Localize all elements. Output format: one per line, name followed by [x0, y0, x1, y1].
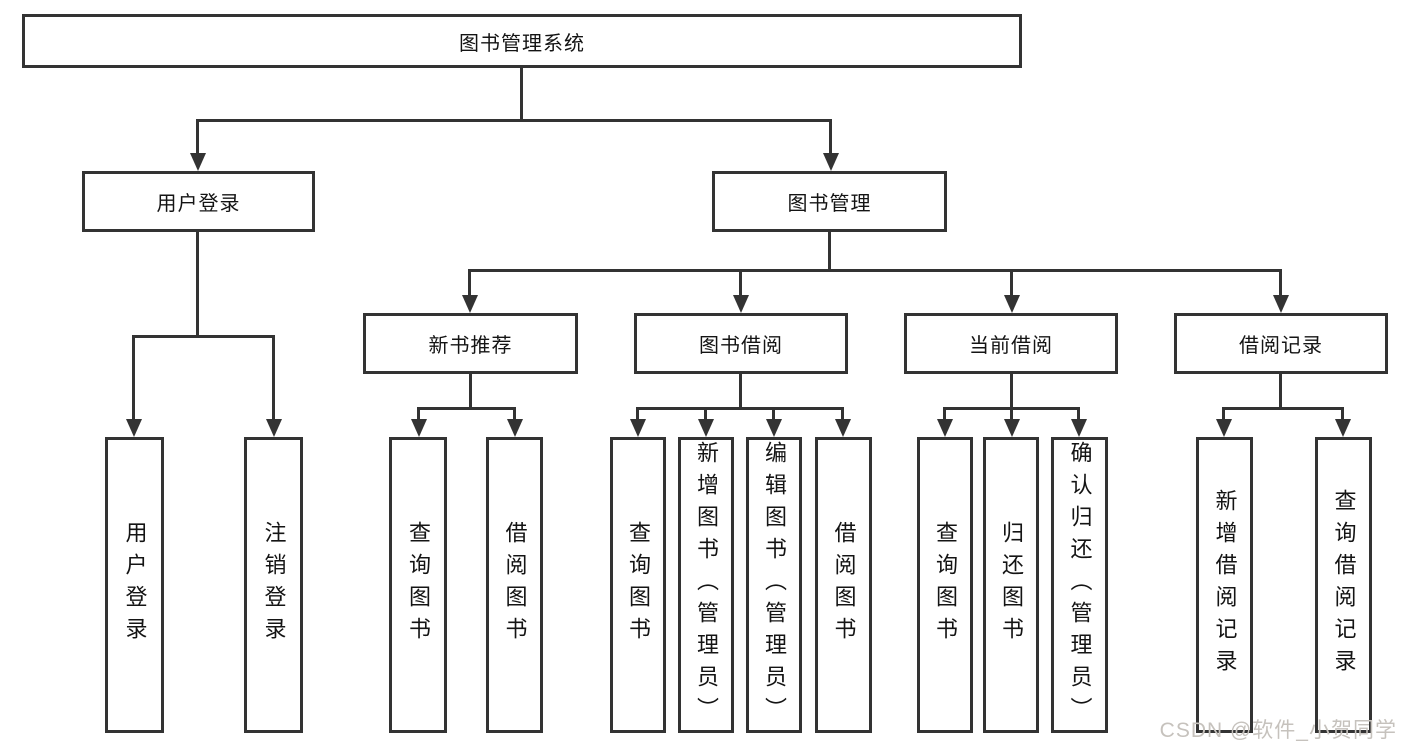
connector-hline	[132, 335, 275, 338]
arrow-down-icon	[1273, 295, 1289, 313]
node-user-login: 用户登录	[82, 171, 315, 232]
connector-vline	[841, 407, 844, 422]
connector-vline	[1010, 407, 1013, 422]
arrow-down-icon	[1004, 295, 1020, 313]
node-label: 图书管理	[787, 193, 872, 215]
connector-vline	[704, 407, 707, 422]
node-book-management-system: 图书管理系统	[22, 14, 1022, 68]
connector-vline	[1010, 269, 1013, 298]
connector-vline	[520, 66, 523, 122]
node-newbook-query-books: 查询图书	[389, 437, 447, 733]
node-label: 确认归还（管理员）	[1067, 441, 1093, 729]
node-borrow-add-books-admin: 新增图书（管理员）	[678, 437, 734, 733]
node-records-query-record: 查询借阅记录	[1315, 437, 1372, 733]
connector-vline	[272, 335, 275, 422]
arrow-down-icon	[462, 295, 478, 313]
node-logout: 注销登录	[244, 437, 303, 733]
connector-vline	[739, 374, 742, 410]
arrow-down-icon	[937, 419, 953, 437]
connector-vline	[1341, 407, 1344, 422]
arrow-down-icon	[507, 419, 523, 437]
connector-vline	[943, 407, 946, 422]
node-current-return-books: 归还图书	[983, 437, 1039, 733]
node-label: 借阅图书	[831, 521, 857, 649]
connector-hline	[196, 119, 832, 122]
node-label: 新增图书（管理员）	[694, 441, 719, 729]
node-label: 归还图书	[999, 521, 1024, 649]
connector-vline	[1222, 407, 1225, 422]
connector-vline	[1279, 374, 1282, 410]
arrow-down-icon	[835, 419, 851, 437]
node-current-borrowing: 当前借阅	[904, 313, 1118, 374]
node-label: 查询图书	[626, 521, 651, 649]
connector-vline	[772, 407, 775, 422]
connector-vline	[513, 407, 516, 422]
node-book-management: 图书管理	[712, 171, 947, 232]
node-current-query-books: 查询图书	[917, 437, 973, 733]
arrow-down-icon	[126, 419, 142, 437]
arrow-down-icon	[698, 419, 714, 437]
node-book-borrowing: 图书借阅	[634, 313, 848, 374]
node-new-book-recommend: 新书推荐	[363, 313, 578, 374]
arrow-down-icon	[1335, 419, 1351, 437]
connector-vline	[469, 374, 472, 410]
connector-hline	[417, 407, 516, 410]
node-user-login-leaf: 用户登录	[105, 437, 164, 733]
connector-vline	[1279, 269, 1282, 298]
connector-vline	[1010, 374, 1013, 410]
arrow-down-icon	[411, 419, 427, 437]
node-label: 用户登录	[122, 521, 148, 649]
node-borrowing-records: 借阅记录	[1174, 313, 1388, 374]
connector-vline	[196, 232, 199, 338]
node-label: 借阅图书	[502, 521, 528, 649]
connector-hline	[468, 269, 1282, 272]
node-label: 新增借阅记录	[1212, 489, 1238, 681]
connector-hline	[636, 407, 844, 410]
node-records-add-record: 新增借阅记录	[1196, 437, 1253, 733]
connector-vline	[468, 269, 471, 298]
connector-vline	[417, 407, 420, 422]
node-borrow-query-books: 查询图书	[610, 437, 666, 733]
node-label: 编辑图书（管理员）	[762, 441, 787, 729]
csdn-watermark: CSDN @软件_小贺同学	[1159, 719, 1397, 742]
node-label: 查询图书	[933, 521, 958, 649]
node-label: 图书管理系统	[459, 32, 585, 55]
arrow-down-icon	[630, 419, 646, 437]
node-newbook-borrow-books: 借阅图书	[486, 437, 543, 733]
connector-vline	[196, 119, 199, 156]
connector-hline	[1222, 407, 1344, 410]
node-label: 当前借阅	[969, 335, 1053, 357]
arrow-down-icon	[190, 153, 206, 171]
node-borrow-borrow-books: 借阅图书	[815, 437, 872, 733]
arrow-down-icon	[266, 419, 282, 437]
arrow-down-icon	[1004, 419, 1020, 437]
node-label: 新书推荐	[428, 335, 513, 357]
node-label: 借阅记录	[1239, 335, 1323, 357]
arrow-down-icon	[1071, 419, 1087, 437]
node-label: 用户登录	[156, 193, 241, 215]
connector-vline	[828, 232, 831, 272]
connector-vline	[132, 335, 135, 422]
node-label: 查询图书	[406, 521, 431, 649]
node-borrow-edit-books-admin: 编辑图书（管理员）	[746, 437, 802, 733]
arrow-down-icon	[733, 295, 749, 313]
arrow-down-icon	[766, 419, 782, 437]
connector-vline	[739, 269, 742, 298]
arrow-down-icon	[823, 153, 839, 171]
node-label: 查询借阅记录	[1331, 489, 1357, 681]
connector-vline	[636, 407, 639, 422]
node-label: 注销登录	[261, 521, 287, 649]
connector-vline	[1077, 407, 1080, 422]
arrow-down-icon	[1216, 419, 1232, 437]
connector-vline	[829, 119, 832, 156]
node-current-confirm-return-admin: 确认归还（管理员）	[1051, 437, 1108, 733]
node-label: 图书借阅	[699, 335, 783, 357]
